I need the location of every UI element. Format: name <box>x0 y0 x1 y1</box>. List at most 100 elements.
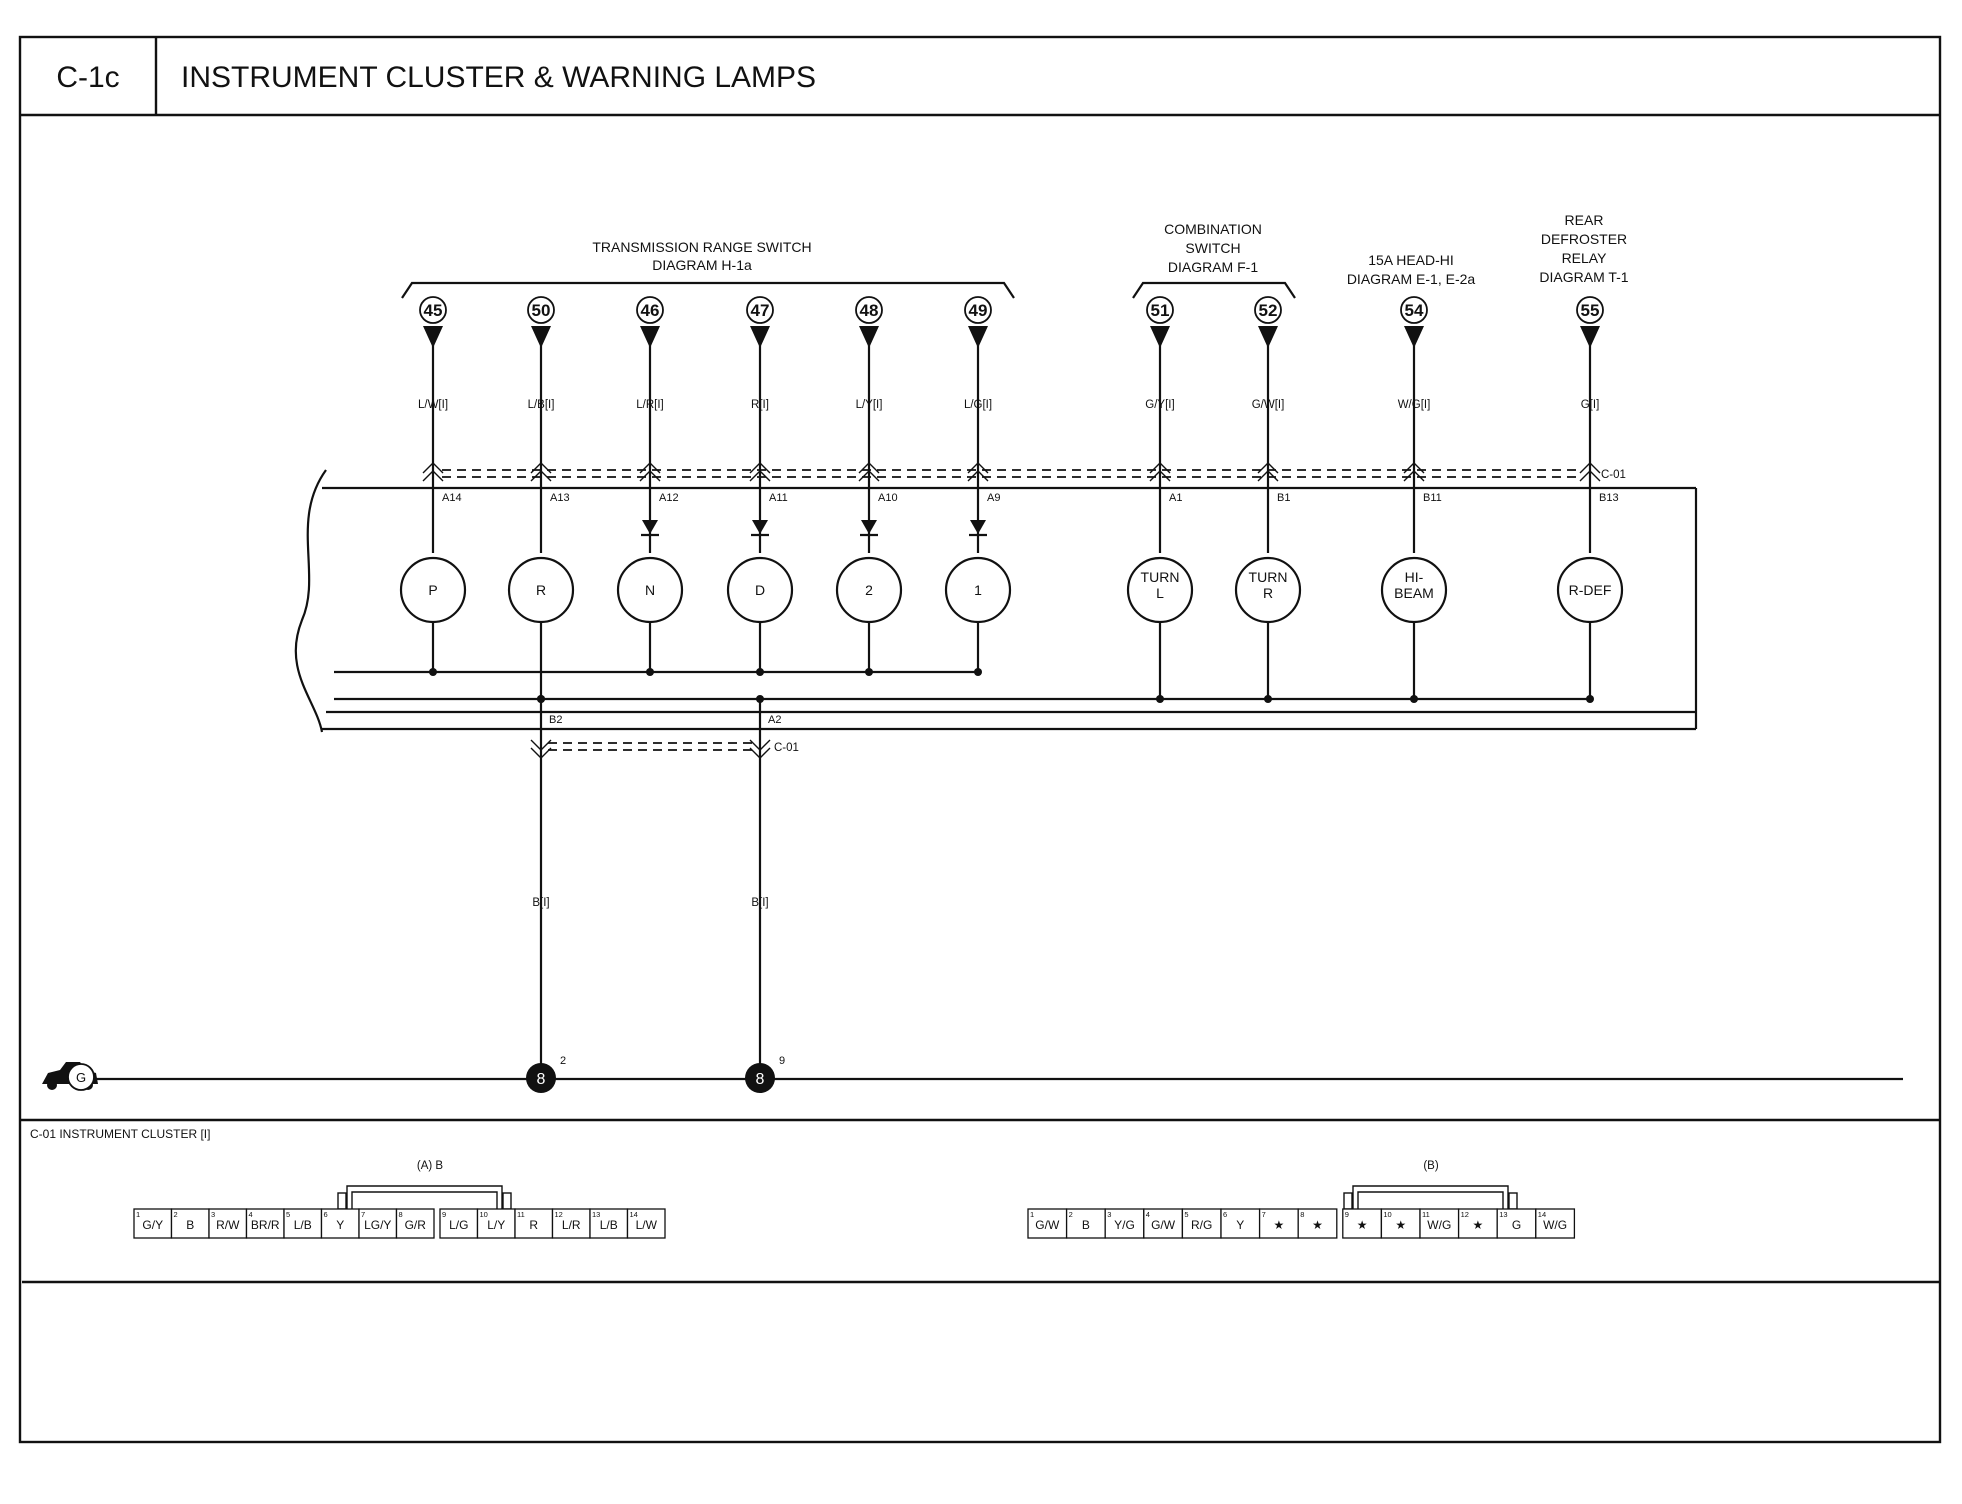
pin-number: 5 <box>1184 1210 1188 1219</box>
connector-pin-cell: 4G/W <box>1143 1208 1184 1239</box>
lamp-label: N <box>645 582 655 598</box>
reference-number: 51 <box>1151 301 1170 320</box>
pin-wire-color: R/W <box>216 1218 240 1232</box>
wire-color-label: B[I] <box>532 897 549 909</box>
pin-wire-color: Y/G <box>1114 1218 1135 1232</box>
diode-icon <box>752 520 768 534</box>
pin-wire-color: G/Y <box>142 1218 163 1232</box>
pin-number: 11 <box>1422 1210 1430 1219</box>
wire-color-label: L/R[I] <box>636 399 663 411</box>
pin-wire-color: ★ <box>1274 1218 1285 1232</box>
reference-circle <box>527 296 555 324</box>
chassis-ground-icon: G <box>42 1062 98 1091</box>
connector-pin-cell: 8G/R <box>395 1208 435 1239</box>
connector-pin-cell: 5R/G <box>1181 1208 1222 1239</box>
wire-color-label: L/G[I] <box>964 399 992 411</box>
ground-point-icon <box>526 1063 556 1093</box>
reference-arrow-icon <box>423 326 443 348</box>
diode-icon <box>970 520 986 534</box>
reference-circle <box>636 296 664 324</box>
connector-chevron-icon <box>639 462 661 482</box>
diagram-title: INSTRUMENT CLUSTER & WARNING LAMPS <box>181 61 816 94</box>
connector-chevron-icon <box>1257 462 1279 482</box>
pin-wire-color: ★ <box>1473 1218 1484 1232</box>
pin-wire-color: L/B <box>600 1218 618 1232</box>
lamp-label: 2 <box>865 582 873 598</box>
trs-heading-line1: TRANSMISSION RANGE SWITCH <box>592 239 811 255</box>
pin-number: 12 <box>1461 1210 1469 1219</box>
diagram-frame <box>18 35 1942 1444</box>
pin-number: 13 <box>592 1210 600 1219</box>
ground-point-number: 8 <box>756 1071 765 1088</box>
ground-drop-A2: A2B[I]89 <box>745 695 785 1093</box>
pin-number: 2 <box>174 1210 178 1219</box>
pin-wire-color: L/G <box>449 1218 468 1232</box>
lamp-label: BEAM <box>1394 585 1434 601</box>
pin-number: 1 <box>1030 1210 1034 1219</box>
connector-pin-cell: 3Y/G <box>1104 1208 1145 1239</box>
pin-number: 4 <box>1146 1210 1150 1219</box>
pin-wire-color: LG/Y <box>364 1218 391 1232</box>
connector-pin-cell: 1G/W <box>1027 1208 1068 1239</box>
ground-point-number: 8 <box>537 1071 546 1088</box>
pin-number: 8 <box>1300 1210 1304 1219</box>
connector-pin-cell: 6Y <box>1220 1208 1261 1239</box>
reference-circle <box>1400 296 1428 324</box>
pin-number: 5 <box>286 1210 290 1219</box>
pin-number: 2 <box>1069 1210 1073 1219</box>
pin-number: 6 <box>324 1210 328 1219</box>
reference-number: 45 <box>424 301 443 320</box>
pin-wire-color: G/W <box>1151 1218 1176 1232</box>
pin-label: A9 <box>987 492 1000 504</box>
pin-label: B11 <box>1423 492 1442 504</box>
connector-pin-cell: 11R <box>514 1208 554 1239</box>
ground-terminal-number: 2 <box>560 1055 566 1067</box>
pin-wire-color: ★ <box>1312 1218 1323 1232</box>
reference-arrow-icon <box>859 326 879 348</box>
pin-label: A2 <box>768 714 781 726</box>
pin-number: 10 <box>480 1210 488 1219</box>
reference-arrow-icon <box>1258 326 1278 348</box>
pin-label: A1 <box>1169 492 1182 504</box>
connector-pin-cell: 10L/Y <box>476 1208 516 1239</box>
connector-chevron-icon <box>422 462 444 482</box>
connector-pin-cell: 13L/B <box>589 1208 629 1239</box>
reference-arrow-icon <box>531 326 551 348</box>
junction-dot <box>1156 695 1164 703</box>
pin-wire-color: ★ <box>1395 1218 1406 1232</box>
pin-number: 6 <box>1223 1210 1227 1219</box>
pin-wire-color: B <box>186 1218 194 1232</box>
headhi-heading-line1: 15A HEAD-HI <box>1368 252 1454 268</box>
connector-latch-inner <box>351 1191 498 1209</box>
wire-color-label: L/B[I] <box>528 399 555 411</box>
pin-wire-color: L/W <box>636 1218 658 1232</box>
connector-chevron-icon <box>967 462 989 482</box>
ground-point-icon <box>745 1063 775 1093</box>
wire-color-label: G/Y[I] <box>1145 399 1174 411</box>
combo-heading-line3: DIAGRAM F-1 <box>1168 259 1258 275</box>
lamp-label: HI- <box>1405 569 1424 585</box>
pin-number: 13 <box>1499 1210 1507 1219</box>
pin-label: A11 <box>769 492 788 504</box>
lamp-label: R-DEF <box>1569 582 1612 598</box>
connector-b-label: (B) <box>1423 1160 1439 1172</box>
wire-color-label: B[I] <box>751 897 768 909</box>
junction-dot <box>1264 695 1272 703</box>
diagram-code: C-1c <box>56 61 119 94</box>
pin-number: 8 <box>399 1210 403 1219</box>
lamp-label: R <box>1263 585 1273 601</box>
lamp-label: 1 <box>974 582 982 598</box>
wire-color-label: L/Y[I] <box>856 399 883 411</box>
connector-label-top: C-01 <box>1601 469 1626 481</box>
pin-number: 10 <box>1383 1210 1391 1219</box>
connector-latch-inner <box>1357 1191 1504 1209</box>
connector-pin-cell: 7LG/Y <box>358 1208 398 1239</box>
connector-key-right <box>1508 1192 1518 1210</box>
lamp-label: R <box>536 582 546 598</box>
reference-circle <box>419 296 447 324</box>
reference-arrow-icon <box>968 326 988 348</box>
